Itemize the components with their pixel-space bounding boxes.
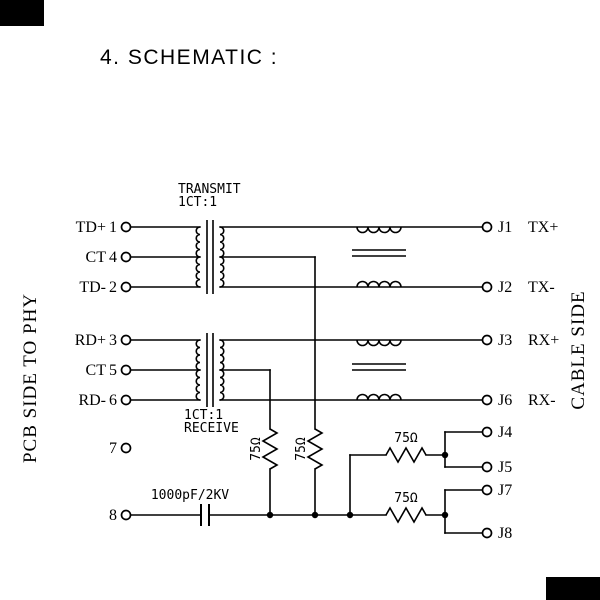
pin-number-label: 6 — [109, 392, 117, 409]
pin-signal-label: RX+ — [528, 332, 559, 349]
page-corner-mark-top-left — [0, 0, 44, 26]
pin-terminal-3 — [120, 334, 132, 346]
pin-terminal-5 — [120, 364, 132, 376]
resistor-rx-ct: 75Ω — [249, 428, 279, 470]
pin-signal-label: CT — [86, 362, 107, 379]
receive-ratio-label: 1CT:1 — [184, 408, 223, 423]
pin-terminal-1 — [120, 221, 132, 233]
pin-signal-label: TX+ — [528, 219, 558, 236]
pin-signal-label: RD- — [78, 392, 106, 409]
pin-terminal-2 — [120, 281, 132, 293]
cable-pins — [481, 221, 493, 539]
pin-name-label: J7 — [498, 482, 512, 499]
transmit-choke — [352, 226, 406, 288]
resistor-zigzag — [385, 446, 427, 464]
transmit-choke-bottom-coil — [356, 280, 402, 288]
pin-terminal-8 — [120, 509, 132, 521]
resistor-zigzag — [385, 506, 427, 524]
left-side-label: PCB SIDE TO PHY — [20, 293, 41, 463]
right-side-label: CABLE SIDE — [568, 290, 589, 409]
pin-terminal-6 — [120, 394, 132, 406]
pin-number-label: 8 — [109, 507, 117, 524]
pin-terminal-j3 — [481, 334, 493, 346]
receive-choke-bottom-coil — [356, 393, 402, 401]
resistor-j7-j8: 75Ω — [385, 491, 427, 524]
junction-dot — [311, 511, 319, 519]
pin-signal-label: TD+ — [76, 219, 106, 236]
resistor-value-label: 75Ω — [249, 437, 264, 461]
pin-name-label: J6 — [498, 392, 512, 409]
page-title: 4. SCHEMATIC : — [100, 46, 278, 69]
resistor-value-label: 75Ω — [394, 491, 418, 506]
pin-terminal-j8 — [481, 527, 493, 539]
transmit-ratio-label: 1CT:1 — [178, 195, 217, 210]
resistor-zigzag — [306, 428, 324, 470]
junction-dot — [346, 511, 354, 519]
receive-choke — [352, 339, 406, 401]
resistor-j4-j5: 75Ω — [385, 431, 427, 464]
transmit-primary-coil — [195, 226, 201, 288]
pin-number-label: 1 — [109, 219, 117, 236]
pin-terminal-7 — [120, 442, 132, 454]
wires — [129, 226, 484, 534]
pin-number-label: 3 — [109, 332, 117, 349]
pin-signal-label: RX- — [528, 392, 556, 409]
resistor-value-label: 75Ω — [294, 437, 309, 461]
pin-terminal-j2 — [481, 281, 493, 293]
junction-dots — [266, 451, 449, 519]
pin-number-label: 4 — [109, 249, 117, 266]
resistor-tx-ct: 75Ω — [294, 428, 324, 470]
receive-transformer — [195, 333, 225, 407]
pin-terminal-j1 — [481, 221, 493, 233]
resistor-zigzag — [261, 428, 279, 470]
capacitor-value-label: 1000pF/2KV — [151, 488, 229, 503]
pin-name-label: J3 — [498, 332, 512, 349]
transmit-transformer — [195, 220, 225, 294]
pin-signal-label: TD- — [79, 279, 106, 296]
pin-terminal-j6 — [481, 394, 493, 406]
receive-label: RECEIVE — [184, 421, 239, 436]
pcb-pins — [120, 221, 132, 521]
resistor-value-label: 75Ω — [394, 431, 418, 446]
pin-name-label: J8 — [498, 525, 512, 542]
pin-name-label: J2 — [498, 279, 512, 296]
transmit-label: TRANSMIT — [178, 182, 241, 197]
pin-name-label: J5 — [498, 459, 512, 476]
pin-number-label: 2 — [109, 279, 117, 296]
junction-dot — [266, 511, 274, 519]
junction-dot — [441, 511, 449, 519]
pin-terminal-j5 — [481, 461, 493, 473]
receive-secondary-coil — [219, 339, 225, 401]
pin-signal-label: RD+ — [75, 332, 106, 349]
pin-name-label: J1 — [498, 219, 512, 236]
receive-primary-coil — [195, 339, 201, 401]
pin-signal-label: CT — [86, 249, 107, 266]
junction-dot — [441, 451, 449, 459]
pin-terminal-j7 — [481, 484, 493, 496]
pin-number-label: 7 — [109, 440, 117, 457]
pin-terminal-4 — [120, 251, 132, 263]
pin-number-label: 5 — [109, 362, 117, 379]
receive-choke-top-coil — [356, 339, 402, 347]
pin-terminal-j4 — [481, 426, 493, 438]
page-corner-mark-bottom-right — [546, 577, 600, 600]
transmit-secondary-coil — [219, 226, 225, 288]
cable-pin-labels: J1 TX+ J2 TX- J3 RX+ J6 RX- J4 J5 J7 J8 — [498, 219, 559, 542]
capacitor: 1000pF/2KV — [151, 488, 229, 526]
pcb-pin-labels: TD+ 1 CT 4 TD- 2 RD+ 3 CT 5 RD- 6 7 8 — [75, 219, 117, 524]
pin-signal-label: TX- — [528, 279, 555, 296]
pin-name-label: J4 — [498, 424, 512, 441]
transmit-choke-top-coil — [356, 226, 402, 234]
